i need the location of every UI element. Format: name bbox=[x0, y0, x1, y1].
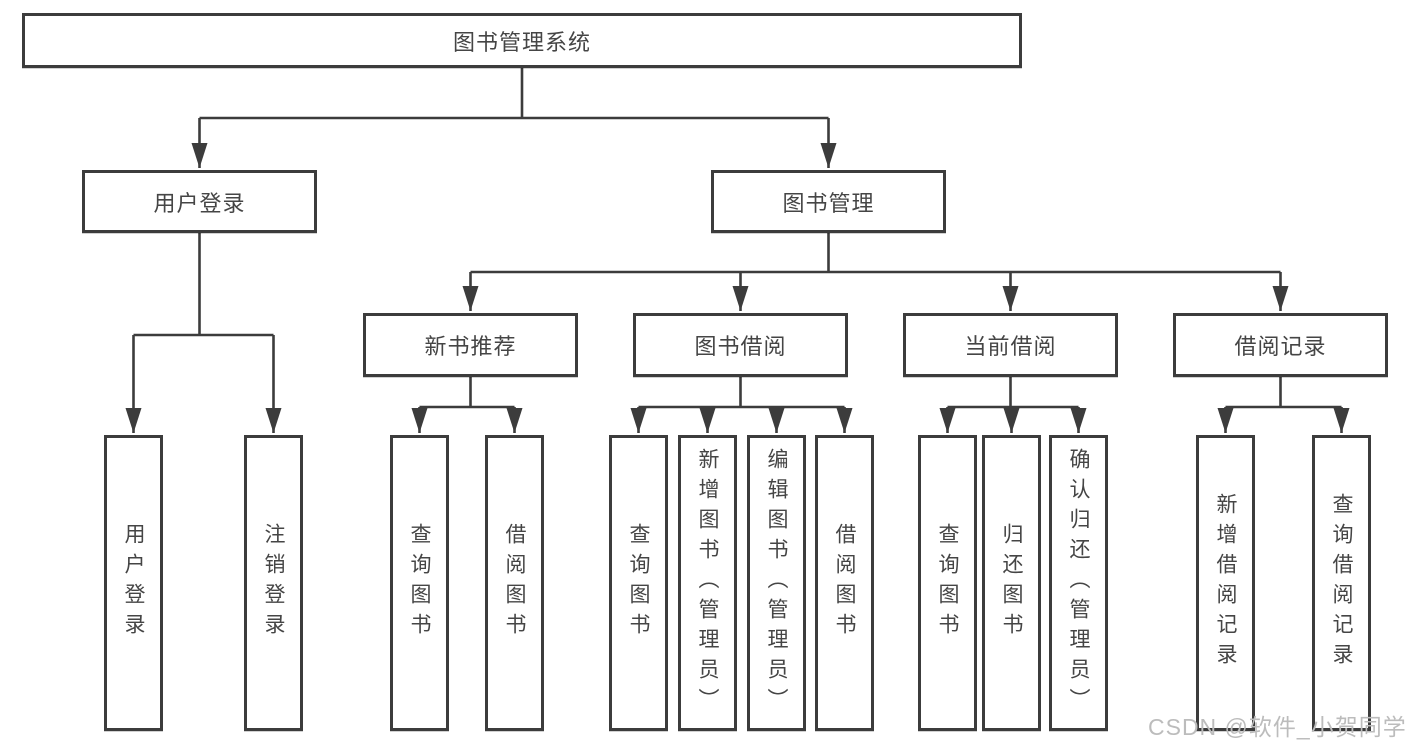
node-current-borrowing: 当前借阅 bbox=[903, 313, 1118, 377]
csdn-watermark: CSDN @软件_小贺同学 bbox=[1148, 714, 1405, 740]
node-new-book-recommendation: 新书推荐 bbox=[363, 313, 578, 377]
leaf-query-borrow-record: 查询借阅记录 bbox=[1312, 435, 1371, 731]
leaf-query-books-borrowing-label: 查询图书 bbox=[627, 523, 650, 643]
leaf-borrow-books-borrowing-label: 借阅图书 bbox=[833, 523, 856, 643]
leaf-query-books-recommend-label: 查询图书 bbox=[408, 523, 431, 643]
node-library-system: 图书管理系统 bbox=[22, 13, 1022, 68]
leaf-query-books-current: 查询图书 bbox=[918, 435, 977, 731]
leaf-edit-book-admin-label: 编辑图书（管理员） bbox=[765, 448, 788, 718]
node-book-borrowing-label: 图书借阅 bbox=[694, 334, 787, 359]
leaf-borrow-books-borrowing: 借阅图书 bbox=[815, 435, 874, 731]
leaf-return-book-label: 归还图书 bbox=[1000, 523, 1023, 643]
leaf-confirm-return-admin: 确认归还（管理员） bbox=[1049, 435, 1108, 731]
node-book-management-label: 图书管理 bbox=[782, 190, 875, 216]
leaf-query-books-borrowing: 查询图书 bbox=[609, 435, 668, 731]
leaf-logout: 注销登录 bbox=[244, 435, 303, 731]
leaf-edit-book-admin: 编辑图书（管理员） bbox=[747, 435, 806, 731]
node-borrowing-records: 借阅记录 bbox=[1173, 313, 1388, 377]
node-library-system-label: 图书管理系统 bbox=[452, 29, 591, 55]
node-new-book-recommendation-label: 新书推荐 bbox=[424, 334, 517, 359]
node-user-login-group: 用户登录 bbox=[82, 170, 317, 233]
node-current-borrowing-label: 当前借阅 bbox=[964, 334, 1057, 359]
connector-arrows bbox=[125, 118, 1350, 433]
leaf-return-book: 归还图书 bbox=[982, 435, 1041, 731]
node-user-login-group-label: 用户登录 bbox=[153, 190, 246, 216]
leaf-borrow-books-recommend: 借阅图书 bbox=[485, 435, 544, 731]
leaf-user-login-label: 用户登录 bbox=[122, 523, 145, 643]
leaf-add-book-admin-label: 新增图书（管理员） bbox=[696, 448, 719, 718]
leaf-confirm-return-admin-label: 确认归还（管理员） bbox=[1067, 448, 1090, 718]
leaf-add-borrow-record: 新增借阅记录 bbox=[1196, 435, 1255, 731]
leaf-query-books-current-label: 查询图书 bbox=[936, 523, 959, 643]
leaf-borrow-books-recommend-label: 借阅图书 bbox=[503, 523, 526, 643]
leaf-add-book-admin: 新增图书（管理员） bbox=[678, 435, 737, 731]
node-book-management: 图书管理 bbox=[711, 170, 946, 233]
node-book-borrowing: 图书借阅 bbox=[633, 313, 848, 377]
leaf-add-borrow-record-label: 新增借阅记录 bbox=[1214, 493, 1237, 673]
leaf-query-borrow-record-label: 查询借阅记录 bbox=[1330, 493, 1353, 673]
leaf-user-login: 用户登录 bbox=[104, 435, 163, 731]
leaf-logout-label: 注销登录 bbox=[262, 523, 285, 643]
leaf-query-books-recommend: 查询图书 bbox=[390, 435, 449, 731]
node-borrowing-records-label: 借阅记录 bbox=[1234, 334, 1327, 359]
